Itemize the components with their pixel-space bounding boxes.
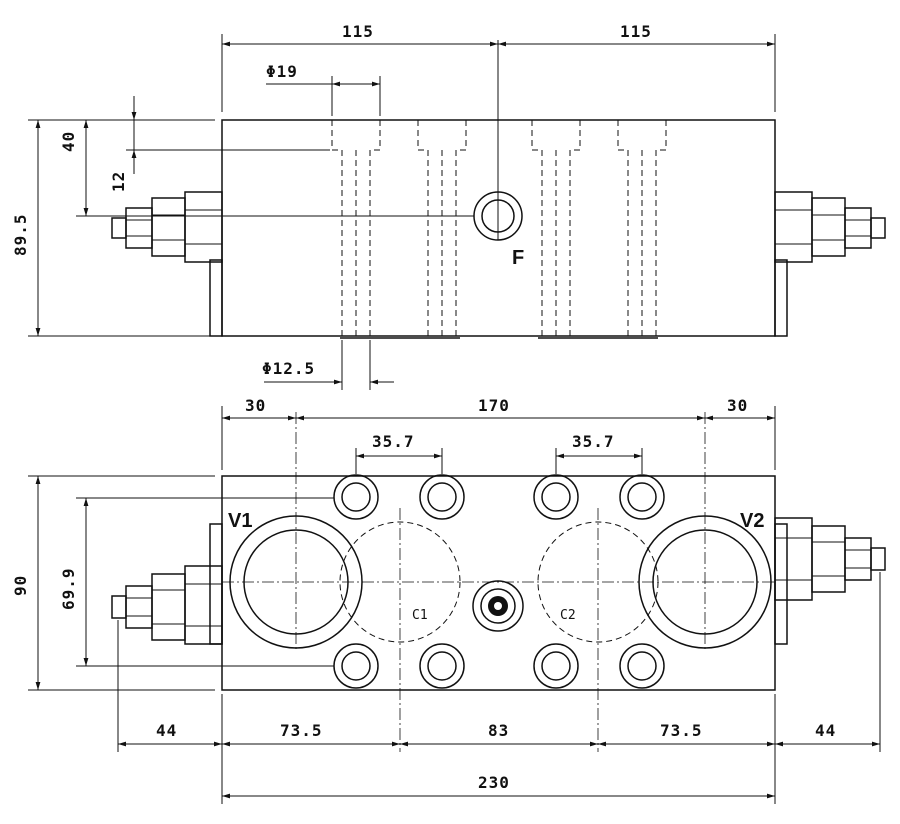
v1-label: V1 bbox=[228, 510, 252, 532]
dim-left-stud-44: 44 bbox=[156, 721, 177, 740]
dim-center-170: 170 bbox=[478, 396, 510, 415]
dim-top-right-115: 115 bbox=[620, 22, 652, 41]
bottom-left-fitting bbox=[111, 523, 223, 645]
dim-height-89-5: 89.5 bbox=[11, 213, 30, 256]
v2-label: V2 bbox=[740, 510, 764, 532]
dim-bore-dia-19: Φ19 bbox=[266, 62, 298, 81]
dim-mid-seg-83: 83 bbox=[488, 721, 509, 740]
bottom-block-body bbox=[221, 475, 776, 691]
dim-overall-230: 230 bbox=[478, 773, 510, 792]
c1-hidden-port bbox=[339, 521, 461, 643]
bottom-right-fitting bbox=[774, 517, 886, 645]
dim-right-stud-44: 44 bbox=[815, 721, 836, 740]
dim-right-pitch-35-7: 35.7 bbox=[572, 432, 615, 451]
f-port bbox=[473, 40, 523, 241]
dim-port-offset-40: 40 bbox=[59, 131, 78, 152]
dim-port-spacing-69-9: 69.9 bbox=[59, 567, 78, 610]
dim-height-90: 90 bbox=[11, 575, 30, 596]
bottom-view: V1 V2 C1 C2 30 170 30 35.7 35.7 90 69.9 bbox=[11, 396, 886, 804]
center-pilot bbox=[472, 580, 524, 632]
dim-left-end-30: 30 bbox=[245, 396, 266, 415]
top-view: F 115 115 Φ19 89.5 40 12 Φ bbox=[11, 22, 886, 390]
dim-right-seg-73-5: 73.5 bbox=[660, 721, 703, 740]
c1-label: C1 bbox=[412, 608, 428, 623]
dim-left-pitch-35-7: 35.7 bbox=[372, 432, 415, 451]
dim-top-left-115: 115 bbox=[342, 22, 374, 41]
top-hidden-bores bbox=[331, 120, 667, 339]
c2-label: C2 bbox=[560, 608, 576, 623]
top-left-fitting bbox=[111, 191, 223, 337]
dim-left-seg-73-5: 73.5 bbox=[280, 721, 323, 740]
dim-right-end-30: 30 bbox=[727, 396, 748, 415]
top-right-fitting bbox=[774, 191, 886, 337]
dim-hole-dia-12-5: Φ12.5 bbox=[262, 359, 315, 378]
dim-bore-depth-12: 12 bbox=[109, 171, 128, 192]
bolt-holes bbox=[333, 474, 665, 689]
f-port-label: F bbox=[512, 247, 524, 269]
